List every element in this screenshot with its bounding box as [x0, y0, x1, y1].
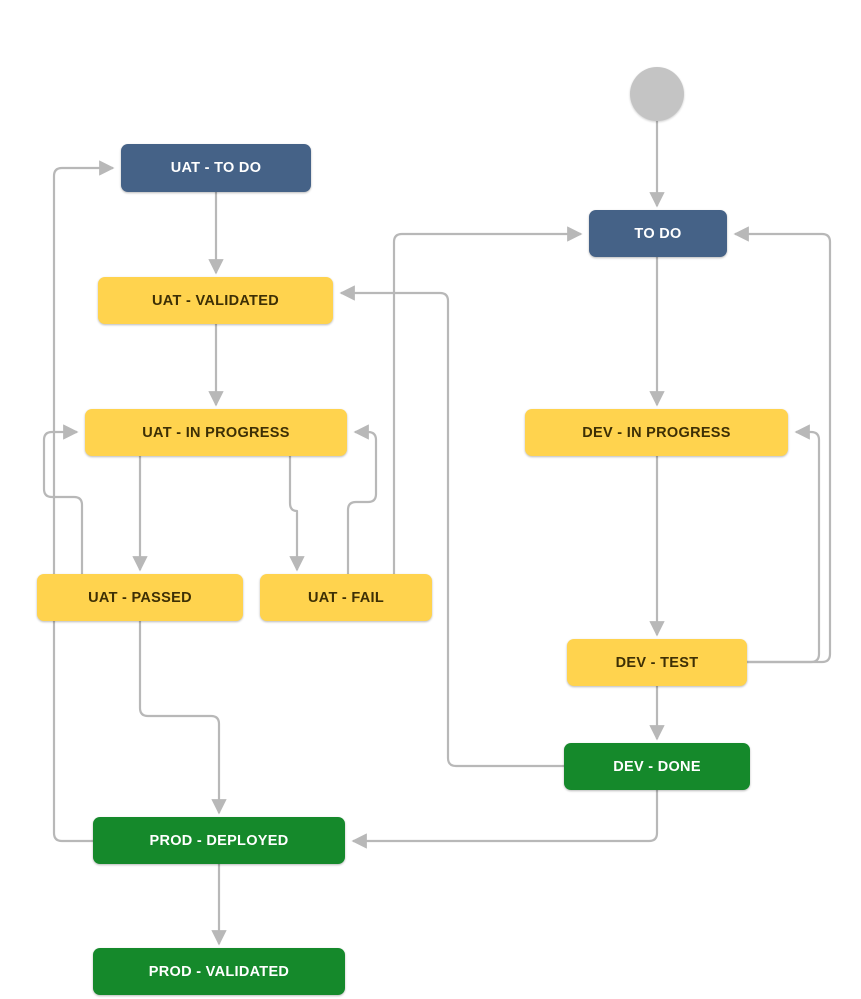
node-label: PROD - VALIDATED	[148, 963, 290, 980]
node-label: TO DO	[634, 225, 682, 242]
node-to-do[interactable]: TO DO	[589, 210, 727, 257]
node-prod-validated[interactable]: PROD - VALIDATED	[93, 948, 345, 995]
start-node-circle[interactable]	[630, 67, 684, 121]
node-uat-validated[interactable]: UAT - VALIDATED	[98, 277, 333, 324]
edge-dev-test-to-dev-in-progress	[747, 424, 821, 664]
edge-uat-passed-to-prod-deployed	[138, 621, 227, 815]
node-dev-done[interactable]: DEV - DONE	[564, 743, 750, 790]
node-label: PROD - DEPLOYED	[149, 832, 289, 849]
edge-uat-in-progress-to-uat-fail	[288, 456, 305, 572]
node-dev-in-progress[interactable]: DEV - IN PROGRESS	[525, 409, 788, 456]
node-prod-deployed[interactable]: PROD - DEPLOYED	[93, 817, 345, 864]
edge-uat-fail-to-todo	[392, 226, 583, 574]
node-label: UAT - VALIDATED	[152, 292, 279, 309]
node-uat-in-progress[interactable]: UAT - IN PROGRESS	[85, 409, 347, 456]
edge-uat-fail-to-uat-in-progress	[346, 424, 378, 574]
edge-prod-deployed-to-uat-to-do	[52, 160, 115, 843]
edge-dev-done-to-uat-validated	[339, 285, 564, 768]
node-uat-fail[interactable]: UAT - FAIL	[260, 574, 432, 621]
node-label: DEV - DONE	[613, 758, 701, 775]
node-uat-to-do[interactable]: UAT - TO DO	[121, 144, 311, 192]
edge-dev-test-to-todo	[733, 226, 832, 664]
edge-uat-passed-to-uat-in-progress	[42, 424, 84, 574]
node-label: DEV - IN PROGRESS	[582, 424, 731, 441]
edge-dev-done-to-prod-deployed	[351, 790, 659, 849]
node-label: UAT - FAIL	[307, 589, 385, 606]
node-dev-test[interactable]: DEV - TEST	[567, 639, 747, 686]
node-label: UAT - TO DO	[170, 160, 262, 176]
node-label: UAT - PASSED	[88, 589, 192, 606]
node-label: UAT - IN PROGRESS	[142, 424, 290, 441]
node-label: DEV - TEST	[615, 654, 699, 671]
node-uat-passed[interactable]: UAT - PASSED	[37, 574, 243, 621]
